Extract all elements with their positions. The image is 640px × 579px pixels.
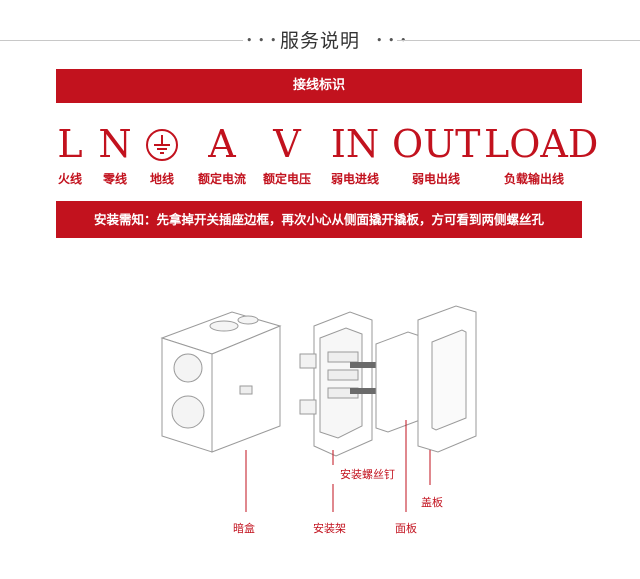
symbol-rated-current: A 额定电流 (192, 118, 252, 187)
symbol-label: 弱电进线 (330, 172, 379, 186)
symbol-in: IN 弱电进线 (322, 118, 388, 187)
wiring-symbols: L 火线 N 零线 地线 A 额定电流 V 额定电压 IN 弱电进线 OUT 弱… (0, 118, 640, 188)
symbol-live: L 火线 (52, 118, 88, 187)
label-mounting-screw: 安装螺丝钉 (340, 468, 395, 481)
exploded-assembly-diagram (160, 305, 477, 470)
mounting-bracket (299, 311, 373, 457)
symbol-text: A (208, 122, 236, 166)
label-cover: 盖板 (421, 496, 443, 509)
symbol-neutral: N 零线 (95, 118, 135, 187)
symbol-text: V (273, 122, 301, 166)
section-title: • • • 服务说明 • • • (0, 22, 640, 58)
installation-notice-banner: 安装需知：先拿掉开关插座边框，再次小心从侧面撬开撬板，方可看到两侧螺丝孔 (56, 201, 582, 238)
symbol-rated-voltage: V 额定电压 (257, 118, 317, 187)
cover-frame (417, 305, 477, 453)
ground-icon (146, 129, 178, 161)
title-divider-left (0, 40, 243, 41)
symbol-text: N (98, 122, 132, 166)
label-bracket: 安装架 (313, 522, 346, 535)
symbol-text: OUT (392, 122, 481, 166)
page-title: 服务说明 (279, 30, 360, 52)
back-box (160, 311, 282, 453)
symbol-out: OUT 弱电出线 (392, 118, 481, 187)
symbol-ground: 地线 (142, 118, 182, 187)
title-ornament-left: • • • (246, 34, 278, 47)
symbol-label: 额定电压 (262, 172, 311, 186)
symbol-label: 弱电出线 (411, 172, 460, 186)
symbol-text: IN (330, 122, 380, 166)
title-ornament-right: • • • (376, 34, 408, 47)
symbol-label: 额定电流 (197, 172, 246, 186)
symbol-text: L (57, 122, 83, 166)
symbol-label: 零线 (102, 172, 127, 186)
title-divider-right (397, 40, 640, 41)
symbol-label: 地线 (149, 172, 174, 186)
symbol-text: LOAD (484, 122, 599, 166)
wiring-id-banner: 接线标识 (56, 69, 582, 103)
symbol-load: LOAD 负载输出线 (484, 118, 599, 187)
symbol-label: 负载输出线 (503, 172, 564, 186)
label-back-box: 暗盒 (233, 522, 255, 535)
label-panel: 面板 (395, 522, 417, 535)
symbol-label: 火线 (57, 172, 82, 186)
